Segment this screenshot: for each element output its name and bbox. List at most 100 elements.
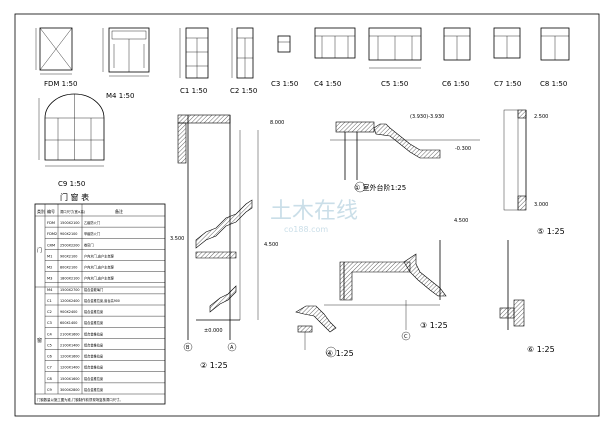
row-code: C7: [47, 366, 52, 370]
detail-5-section: [503, 109, 527, 211]
row-code: FDM2: [47, 232, 57, 236]
detail-4-label: ④ 1:25: [326, 349, 354, 358]
schedule-table: [34, 203, 166, 405]
watermark-text: 土木在线: [270, 199, 358, 224]
row-note: 铝合金推拉窗: [84, 354, 103, 359]
row-note: 铝合金推拉窗,窗台高900: [84, 298, 120, 303]
elev-4500: 4.500: [264, 242, 278, 248]
group-door: 门: [37, 247, 42, 254]
label-c2: C2 1:50: [230, 87, 257, 95]
header-size: 洞口尺寸(宽×高): [60, 209, 85, 214]
table-headers: 类别 编号 洞口尺寸(宽×高) 备注: [37, 208, 123, 214]
elev-top: (3.930)-3.930: [410, 114, 444, 120]
row-code: C6: [47, 355, 53, 359]
row-note: 户内木门,由户主自理: [84, 276, 115, 281]
row-size: 600X1400: [60, 321, 77, 325]
detail-3-section: [324, 240, 447, 330]
row-size: 2100X1400: [60, 343, 80, 347]
row-code: C5: [47, 343, 52, 347]
row-size: 900X2100: [60, 232, 77, 236]
detail-1-steps: [330, 121, 480, 180]
label-m4: M4 1:50: [106, 92, 134, 100]
detail-1-bubble: [354, 181, 366, 193]
row-code: FDM: [47, 221, 55, 225]
c4-elevation: [314, 27, 356, 59]
table-title: 门 窗 表: [60, 192, 89, 202]
row-size: 3000X2800: [60, 388, 80, 392]
group-window: 窗: [37, 337, 42, 344]
axis-a: A: [230, 345, 234, 351]
detail-1-label: ① 室外台阶1:25: [354, 183, 406, 192]
elev-2500: 2.500: [534, 114, 548, 120]
row-size: 1200X2400: [60, 299, 80, 303]
elev-m300: -0.300: [455, 146, 471, 152]
row-note: 铝合金推拉窗: [84, 342, 103, 347]
row-code: C8: [47, 377, 53, 381]
row-size: 2100X1600: [60, 332, 80, 336]
row-code: C3: [47, 321, 52, 325]
row-code: M2: [47, 266, 52, 270]
row-note: 铝合金推拉窗: [84, 320, 103, 325]
label-fdm: FDM 1:50: [44, 80, 77, 88]
row-note: 甲级防火门: [84, 231, 100, 236]
row-note: 铝合金推拉窗: [84, 309, 103, 314]
c8-elevation: [540, 27, 570, 61]
row-size: 2500X2200: [60, 243, 80, 247]
row-size: 800X2100: [60, 266, 77, 270]
elev-4500b: 4.500: [454, 218, 468, 224]
c3-elevation: [277, 35, 291, 53]
axis-b: B: [186, 345, 190, 351]
c9-elevation: [38, 93, 105, 167]
elev-3000: 3.000: [534, 202, 548, 208]
header-type: 类别: [37, 208, 45, 214]
table-note: 门窗数量以施工图为准,门窗制作前须现场复核洞口尺寸。: [37, 397, 123, 402]
detail-4-section: [295, 305, 337, 350]
row-note: 户内木门,由户主自理: [84, 265, 115, 270]
row-code: M3: [47, 277, 52, 281]
detail-6-section: [499, 240, 525, 330]
row-code: C4: [47, 332, 53, 336]
row-size: 900X2100: [60, 254, 77, 258]
row-code: C1: [47, 299, 52, 303]
label-c5: C5 1:50: [381, 80, 408, 88]
sheet-border: [14, 13, 600, 417]
row-size: 1200X1400: [60, 366, 80, 370]
label-c8: C8 1:50: [540, 80, 567, 88]
label-c3: C3 1:50: [271, 80, 298, 88]
c5-elevation: [368, 27, 422, 69]
axis-c: C: [404, 334, 408, 340]
row-size: 1200X1600: [60, 355, 80, 359]
label-c1: C1 1:50: [180, 87, 207, 95]
c6-elevation: [443, 27, 471, 61]
row-note: 铝合金推拉窗: [84, 331, 103, 336]
row-code: C9: [47, 388, 53, 392]
c2-elevation: [231, 27, 254, 79]
row-note: 铝合金推拉窗: [84, 376, 103, 381]
axis-c-bubble: [401, 331, 411, 341]
row-size: 1500X2700: [60, 288, 80, 292]
axis-b-bubble: [183, 342, 193, 352]
fdm-elevation: [35, 27, 73, 75]
row-code: M4: [47, 288, 53, 292]
row-size: 900X2400: [60, 310, 77, 314]
header-note: 备注: [115, 208, 123, 214]
detail-4-bubble: [325, 346, 337, 358]
detail-3-label: ③ 1:25: [420, 321, 448, 330]
axis-a-bubble: [227, 342, 237, 352]
watermark-url: co188.com: [284, 225, 328, 234]
row-code: M1: [47, 254, 52, 258]
label-c7: C7 1:50: [494, 80, 521, 88]
row-size: 1500X2100: [60, 221, 80, 225]
row-code: C2: [47, 310, 52, 314]
label-c6: C6 1:50: [442, 80, 469, 88]
detail-2-label: ② 1:25: [200, 361, 228, 370]
row-code: CRM: [47, 243, 55, 247]
c1-elevation: [179, 27, 209, 79]
header-code: 编号: [47, 208, 55, 214]
row-note: 卷帘门: [84, 242, 94, 247]
elev-8000: 8.000: [270, 120, 284, 126]
row-note: 铝合金推拉窗: [84, 387, 103, 392]
